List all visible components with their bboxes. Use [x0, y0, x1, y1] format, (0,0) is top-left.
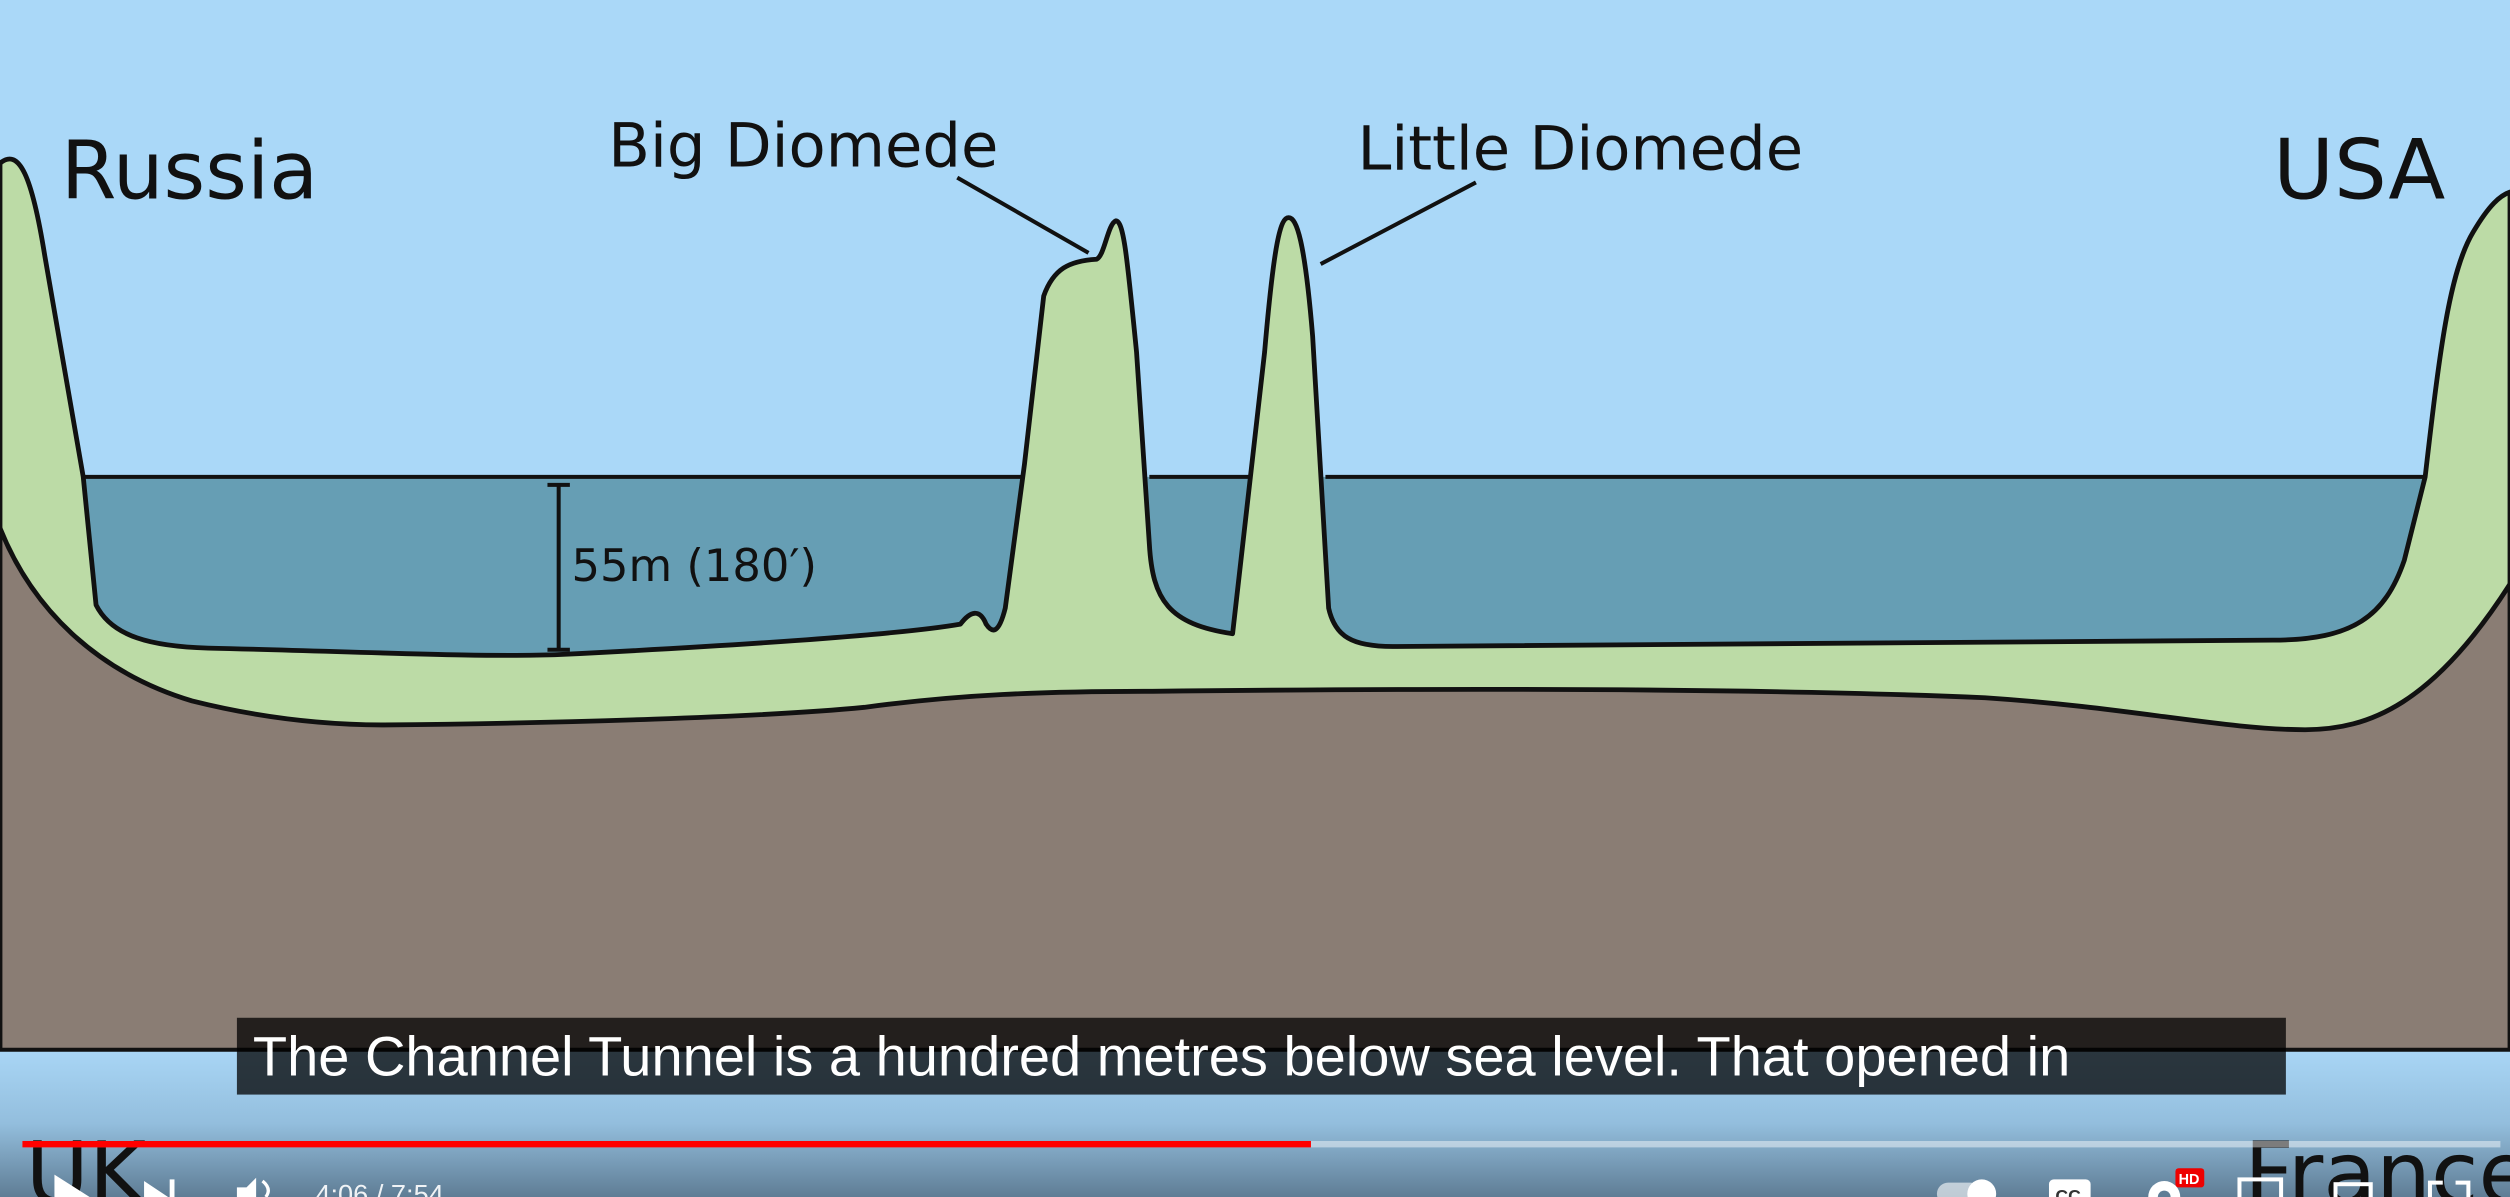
captions-button[interactable]: CC — [2048, 1179, 2091, 1197]
depth-marker — [547, 482, 570, 652]
settings-icon[interactable] — [2148, 1181, 2181, 1197]
bedrock — [0, 527, 2510, 1059]
label-little-diomede: Little Diomede — [1357, 115, 1803, 185]
autoplay-toggle[interactable] — [1936, 1179, 1997, 1197]
label-usa: USA — [2273, 121, 2445, 218]
label-france: France — [2244, 1124, 2510, 1197]
subtitle-text: The Channel Tunnel is a hundred metres b… — [253, 1024, 2070, 1087]
miniplayer-icon[interactable] — [2237, 1177, 2284, 1197]
label-russia: Russia — [61, 124, 318, 217]
little-diomede-leader — [1319, 180, 1477, 266]
label-uk: UK — [26, 1124, 148, 1197]
label-depth: 55m (180′) — [571, 539, 817, 592]
hd-badge-label: HD — [2179, 1172, 2200, 1188]
captions-label: CC — [2055, 1186, 2081, 1197]
theater-mode-icon[interactable] — [2333, 1182, 2373, 1197]
player-controls: 4:06 / 7:54 CC HD — [54, 1168, 2471, 1197]
fullscreen-icon[interactable] — [2427, 1180, 2471, 1197]
label-big-diomede: Big Diomede — [608, 111, 998, 181]
hd-badge: HD — [2175, 1168, 2205, 1188]
progress-played — [22, 1140, 1311, 1148]
subtitle-box: The Channel Tunnel is a hundred metres b… — [236, 1017, 2286, 1095]
progress-bar[interactable] — [22, 1140, 2501, 1148]
big-diomede-leader — [956, 175, 1090, 255]
time-display: 4:06 / 7:54 — [315, 1178, 444, 1197]
